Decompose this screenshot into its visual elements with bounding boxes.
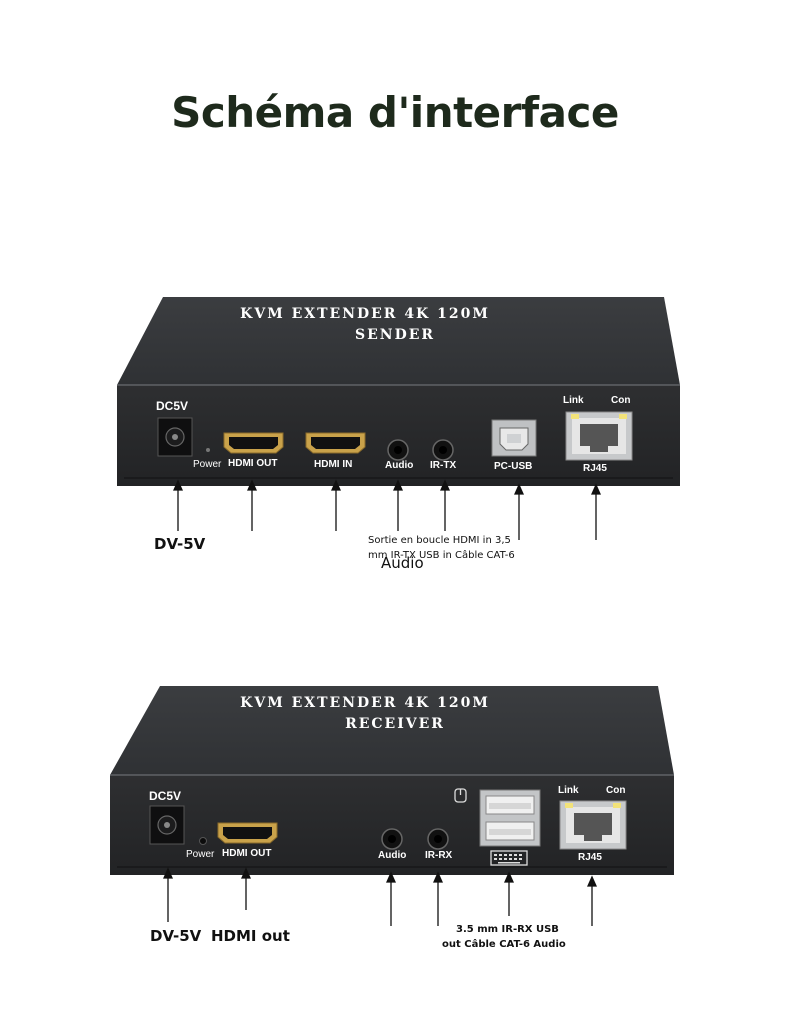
sender-audio-jack (387, 439, 409, 461)
sender-description: Sortie en boucle HDMI in 3,5 mm IR-TX US… (368, 533, 515, 563)
sender-usb-b-port (491, 419, 537, 457)
sender-hdmi-in-label: HDMI IN (314, 459, 353, 470)
sender-body (117, 297, 680, 486)
sender-link-label: Link (563, 395, 584, 406)
sender-rj45-port (565, 411, 633, 461)
sender-role-label: SENDER (354, 327, 436, 343)
sender-dc-callout: DV-5V (154, 535, 206, 553)
receiver-power-label: Power (186, 849, 215, 860)
sender-description-line-3: Audio (381, 554, 424, 572)
sender-power-led (206, 448, 210, 452)
sender-description-line-2: mm IR-TX USB in Câble CAT-6 (368, 550, 515, 561)
receiver-dc-callout: DV-5V (150, 927, 202, 945)
sender-power-label: Power (193, 459, 222, 470)
sender-ir-jack (432, 439, 454, 461)
page-title: Schéma d'interface (171, 88, 619, 137)
sender-dc-label: DC5V (156, 399, 189, 413)
receiver-description: 3.5 mm IR-RX USB out Câble CAT-6 Audio (442, 922, 566, 952)
sender-hdmi-in-port (305, 432, 366, 454)
receiver-power-led (199, 837, 207, 845)
receiver-arrows (162, 867, 598, 926)
receiver-ir-jack (427, 828, 449, 850)
mouse-icon (454, 788, 467, 803)
receiver-audio-label: Audio (378, 850, 407, 861)
receiver-link-label: Link (558, 785, 579, 796)
receiver-audio-jack (381, 828, 403, 850)
sender-model-label: KVM EXTENDER 4K 120M (240, 306, 490, 322)
receiver-role-label: RECEIVER (345, 716, 445, 732)
receiver-description-line-2: out Câble CAT-6 Audio (442, 939, 566, 950)
receiver-dc-jack (149, 805, 185, 845)
receiver-description-line-1: 3.5 mm IR-RX USB (456, 924, 559, 935)
sender-audio-label: Audio (385, 460, 414, 471)
keyboard-icon (490, 850, 528, 866)
receiver-hdmi-callout: HDMI out (211, 927, 290, 945)
sender-rj45-label: RJ45 (583, 463, 607, 474)
receiver-ir-label: IR-RX (425, 850, 453, 861)
receiver-dc-label: DC5V (149, 789, 182, 803)
receiver-hdmi-out-label: HDMI OUT (222, 848, 272, 859)
sender-pc-usb-label: PC-USB (494, 461, 533, 472)
sender-description-line-1: Sortie en boucle HDMI in 3,5 (368, 535, 511, 546)
receiver-rj45-label: RJ45 (578, 852, 602, 863)
sender-con-label: Con (611, 395, 631, 406)
receiver-model-label: KVM EXTENDER 4K 120M (240, 695, 490, 711)
sender-dc-jack (157, 417, 193, 457)
sender-arrows (172, 479, 602, 540)
sender-ir-label: IR-TX (430, 460, 457, 471)
receiver-hdmi-out-port (217, 822, 278, 844)
sender-hdmi-out-label: HDMI OUT (228, 458, 278, 469)
receiver-usb-a-ports (479, 789, 541, 847)
receiver-con-label: Con (606, 785, 626, 796)
sender-hdmi-out-port (223, 432, 284, 454)
receiver-rj45-port (559, 800, 627, 850)
